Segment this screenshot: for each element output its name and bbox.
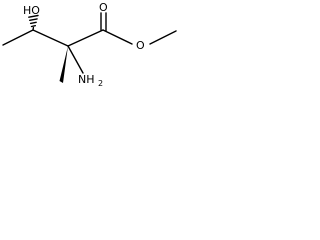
bond-alpha-to-carbonyl	[67, 29, 104, 47]
molecule-structure: HO O O NH 2	[2, 1, 177, 88]
amine-label: NH	[78, 73, 95, 86]
bond-methyl-to-carbinol	[2, 29, 34, 46]
hydroxyl-label: HO	[23, 4, 40, 17]
bond-ester-oxygen-to-methyl	[149, 30, 177, 45]
amine-subscript: 2	[98, 79, 103, 88]
hashed-wedge-bond-hydroxyl	[28, 14, 39, 31]
wedge-bond-alpha-methyl	[59, 46, 68, 83]
bond-alpha-to-amine	[67, 45, 84, 74]
bond-carbonyl-to-ester-oxygen	[102, 29, 133, 45]
ester-oxygen-label: O	[136, 39, 145, 52]
carbonyl-oxygen-label: O	[99, 1, 108, 14]
bond-carbinol-to-alpha-carbon	[32, 29, 69, 47]
